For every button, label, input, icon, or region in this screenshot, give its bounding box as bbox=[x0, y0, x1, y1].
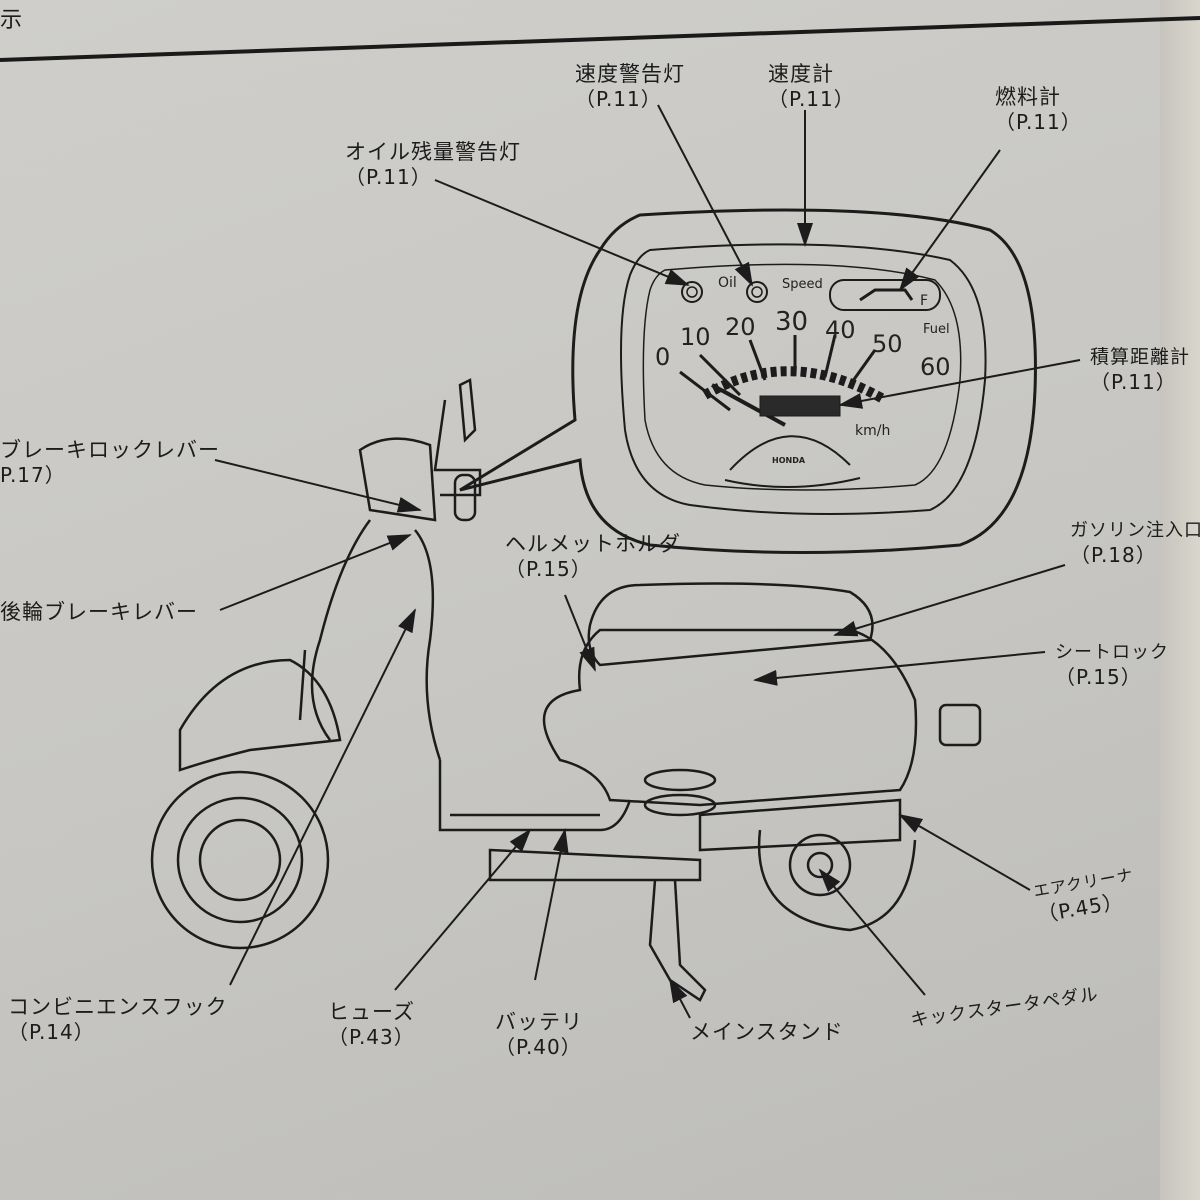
label-helmet-holder: ヘルメットホルダ （P.15） bbox=[505, 532, 681, 582]
label-name: 速度計 bbox=[768, 62, 834, 86]
label-ref: （P.40） bbox=[495, 1035, 582, 1059]
label-ref: （P.15） bbox=[505, 557, 592, 581]
fuel-label: Fuel bbox=[923, 322, 950, 337]
label-battery: バッテリ （P.40） bbox=[495, 1010, 583, 1060]
label-fuel-gauge: 燃料計 （P.11） bbox=[995, 85, 1082, 135]
label-ref: （P.11） bbox=[1090, 370, 1177, 394]
oil-indicator-label: Oil bbox=[718, 275, 737, 291]
label-ref: （P.14） bbox=[8, 1020, 95, 1044]
label-ref: P.17） bbox=[0, 463, 66, 487]
label-name: 速度警告灯 bbox=[575, 62, 685, 86]
label-oil-warning: オイル残量警告灯 （P.11） bbox=[345, 140, 521, 190]
label-name: 積算距離計 bbox=[1090, 346, 1191, 368]
label-odometer: 積算距離計 （P.11） bbox=[1090, 345, 1190, 395]
page-title-fragment: 示 bbox=[0, 8, 24, 33]
gauge-text: Oil Speed F Fuel km/h HONDA 0 10 20 30 4… bbox=[655, 275, 951, 465]
label-name: メインスタンド bbox=[690, 1020, 844, 1044]
label-name: ヘルメットホルダ bbox=[505, 532, 681, 556]
scale-10: 10 bbox=[680, 323, 711, 351]
label-name: 後輪ブレーキレバー bbox=[0, 600, 198, 624]
scale-30: 30 bbox=[775, 307, 808, 337]
label-fuel-filler: ガソリン注入口 （P.18） bbox=[1070, 518, 1200, 568]
label-main-stand: メインスタンド bbox=[690, 1020, 844, 1045]
label-seat-lock: シートロック （P.15） bbox=[1055, 640, 1169, 690]
scale-0: 0 bbox=[655, 343, 670, 371]
label-speedometer: 速度計 （P.11） bbox=[768, 62, 855, 112]
label-name: バッテリ bbox=[495, 1010, 583, 1034]
label-name: コンビニエンスフック bbox=[8, 995, 228, 1019]
speed-indicator-label: Speed bbox=[782, 277, 823, 292]
label-name: ブレーキロックレバー bbox=[0, 438, 220, 462]
scale-50: 50 bbox=[872, 330, 903, 358]
label-convenience-hook: コンビニエンスフック （P.14） bbox=[8, 995, 228, 1045]
scale-40: 40 bbox=[825, 316, 856, 344]
label-name: オイル残量警告灯 bbox=[345, 140, 521, 164]
page-edge bbox=[1160, 0, 1200, 1200]
scooter-outline bbox=[150, 378, 982, 1002]
label-ref: （P.11） bbox=[768, 87, 855, 111]
header-rule bbox=[0, 16, 1200, 62]
label-name: ガソリン注入口 bbox=[1070, 520, 1200, 541]
label-ref: （P.15） bbox=[1055, 665, 1142, 689]
label-ref: （P.43） bbox=[328, 1025, 415, 1049]
label-speed-warning: 速度警告灯 （P.11） bbox=[575, 62, 685, 112]
scale-20: 20 bbox=[725, 313, 756, 341]
leader-lines bbox=[214, 104, 1081, 1019]
brand-logo-text: HONDA bbox=[772, 456, 806, 465]
gauge-callout bbox=[459, 208, 1037, 554]
label-ref: （P.11） bbox=[345, 165, 432, 189]
label-ref: （P.18） bbox=[1070, 543, 1157, 567]
label-name: ヒューズ bbox=[328, 1000, 415, 1024]
fuel-full-mark: F bbox=[920, 293, 928, 309]
label-name: 燃料計 bbox=[995, 85, 1061, 109]
speed-unit: km/h bbox=[855, 423, 890, 439]
scale-60: 60 bbox=[920, 353, 951, 381]
label-ref: （P.11） bbox=[575, 87, 662, 111]
label-name: シートロック bbox=[1055, 642, 1169, 663]
label-brake-lock-lever: ブレーキロックレバー P.17） bbox=[0, 438, 220, 488]
label-rear-brake-lever: 後輪ブレーキレバー bbox=[0, 600, 198, 625]
label-fuse: ヒューズ （P.43） bbox=[328, 1000, 415, 1050]
label-ref: （P.11） bbox=[995, 110, 1082, 134]
